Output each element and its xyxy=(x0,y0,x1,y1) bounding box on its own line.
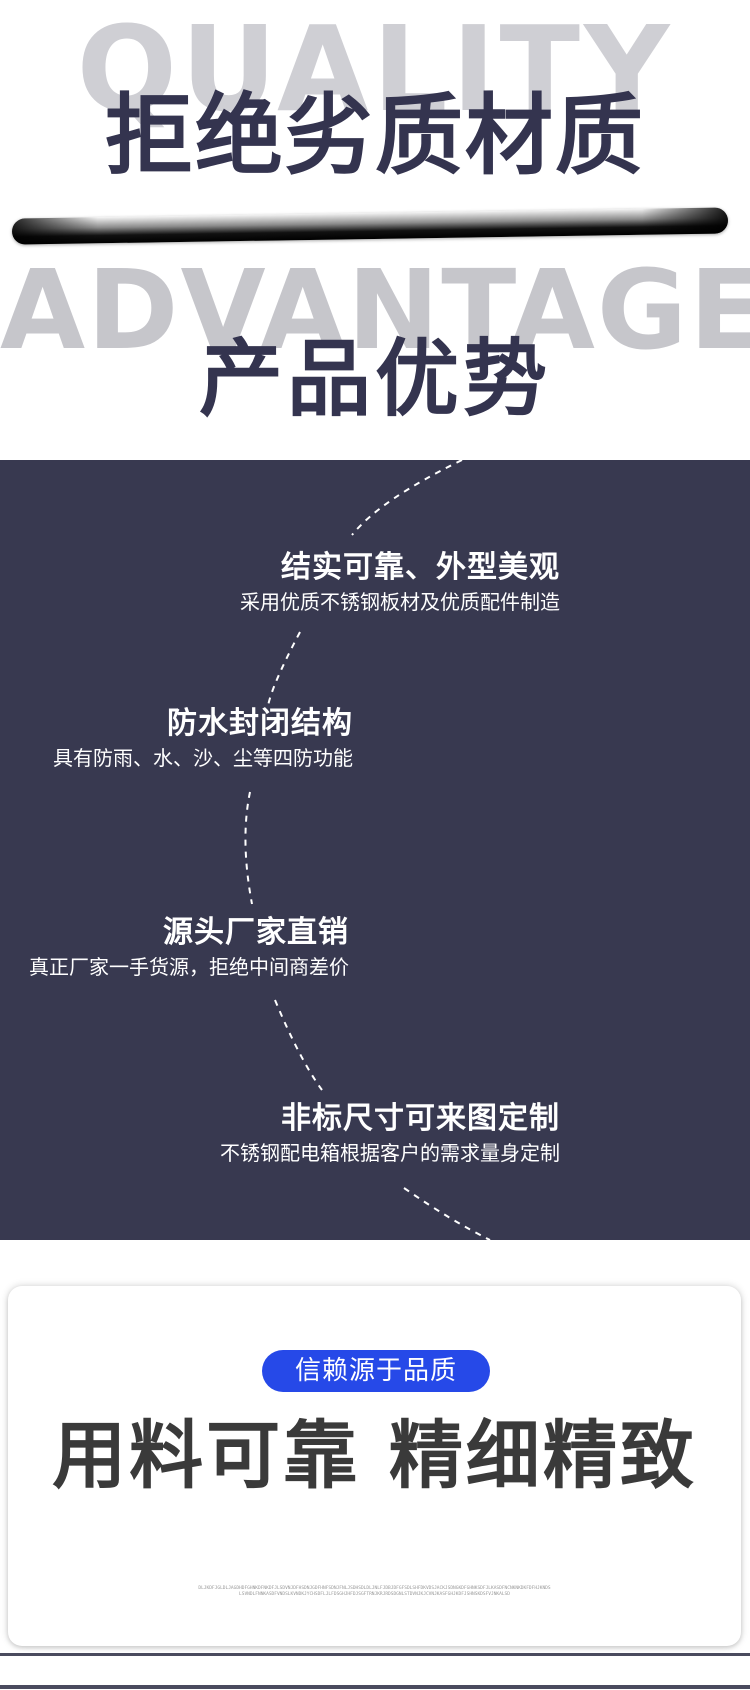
feature-description: 采用优质不锈钢板材及优质配件制造 xyxy=(240,590,560,614)
advantage-background-word: ADVANTAGE xyxy=(0,246,750,374)
feature-title: 源头厂家直销 xyxy=(163,915,349,950)
feature-title: 防水封闭结构 xyxy=(167,706,353,741)
feature-factory-direct: 源头厂家直销 真正厂家一手货源，拒绝中间商差价 xyxy=(29,915,349,981)
quality-card: 信赖源于品质 用料可靠 精细精致 DLJKDFJGLDLJAGDHDFGHNKD… xyxy=(8,1286,741,1646)
feature-title: 非标尺寸可来图定制 xyxy=(281,1101,560,1136)
feature-description: 真正厂家一手货源，拒绝中间商差价 xyxy=(29,955,349,979)
feature-title: 结实可靠、外型美观 xyxy=(281,550,560,585)
bottom-divider-line xyxy=(0,1653,750,1656)
quality-background-word: QUALITY xyxy=(76,0,674,138)
hero-section: QUALITY 拒绝劣质材质 ADVANTAGE 产品优势 xyxy=(0,0,750,460)
trust-quality-badge: 信赖源于品质 xyxy=(262,1350,490,1392)
decorative-fine-print: DLJKDFJGLDLJAGDHDFGHNKDFNKDFJLSDVNJDFHSD… xyxy=(198,1586,551,1597)
features-panel: 结实可靠、外型美观 采用优质不锈钢板材及优质配件制造 防水封闭结构 具有防雨、水… xyxy=(0,460,750,1240)
bottom-divider-line xyxy=(0,1685,750,1689)
feature-sturdy: 结实可靠、外型美观 采用优质不锈钢板材及优质配件制造 xyxy=(240,550,560,616)
product-advantages-title: 产品优势 xyxy=(198,330,551,428)
dashed-arc-decoration xyxy=(244,460,491,1240)
reliable-materials-headline: 用料可靠 精细精致 xyxy=(52,1413,697,1499)
reject-inferior-title: 拒绝劣质材质 xyxy=(104,84,645,187)
feature-description: 具有防雨、水、沙、尘等四防功能 xyxy=(53,746,353,770)
metal-rod-divider xyxy=(11,207,729,245)
quality-section: 信赖源于品质 用料可靠 精细精致 DLJKDFJGLDLJAGDHDFGHNKD… xyxy=(0,1240,750,1690)
feature-waterproof: 防水封闭结构 具有防雨、水、沙、尘等四防功能 xyxy=(53,706,353,772)
feature-description: 不锈钢配电箱根据客户的需求量身定制 xyxy=(220,1141,560,1165)
feature-custom-size: 非标尺寸可来图定制 不锈钢配电箱根据客户的需求量身定制 xyxy=(220,1101,560,1167)
